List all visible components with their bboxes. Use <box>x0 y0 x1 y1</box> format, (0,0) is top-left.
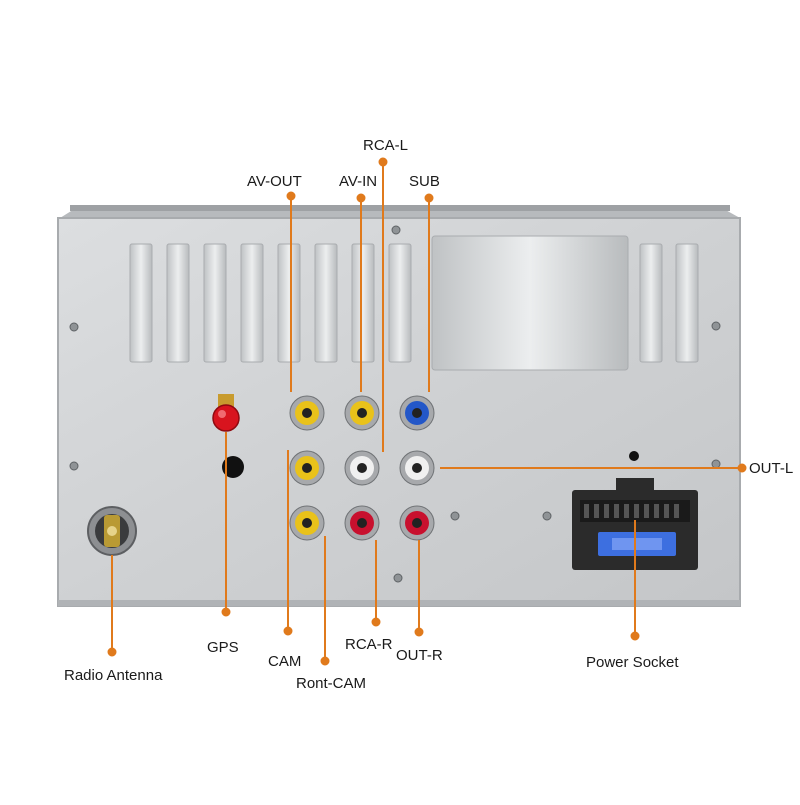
label-radio-antenna: Radio Antenna <box>64 667 163 684</box>
rca-jack-rca-r <box>344 505 380 541</box>
rca-jack-sub <box>399 395 435 431</box>
rca-jack-rca-l <box>344 450 380 486</box>
screws <box>69 225 721 583</box>
label-av-in: AV-IN <box>339 173 378 190</box>
label-out-r: OUT-R <box>396 647 443 664</box>
label-ront-cam: Ront-CAM <box>296 675 367 692</box>
gps-connector <box>212 394 240 432</box>
rca-jack-av-in <box>344 395 380 431</box>
label-power-socket: Power Socket <box>586 654 679 671</box>
chassis-top-rim <box>60 205 740 218</box>
label-av-out: AV-OUT <box>247 173 302 190</box>
radio-antenna-socket <box>87 506 137 556</box>
rca-jack-cam <box>289 450 325 486</box>
rca-jack-av-out <box>289 395 325 431</box>
power-socket-connector <box>572 451 698 570</box>
rca-jack-out-l <box>399 450 435 486</box>
label-out-l: OUT-L <box>749 460 794 477</box>
mic-hole <box>222 456 244 478</box>
rca-jack-out-r <box>399 505 435 541</box>
label-sub: SUB <box>409 173 440 190</box>
leader-lines <box>107 157 747 666</box>
label-cam: CAM <box>268 653 302 670</box>
vent-slots <box>129 235 699 371</box>
label-gps: GPS <box>207 639 239 656</box>
label-rca-l: RCA-L <box>363 137 409 154</box>
label-rca-r: RCA-R <box>345 636 393 653</box>
rca-jack-ront-cam <box>289 505 325 541</box>
